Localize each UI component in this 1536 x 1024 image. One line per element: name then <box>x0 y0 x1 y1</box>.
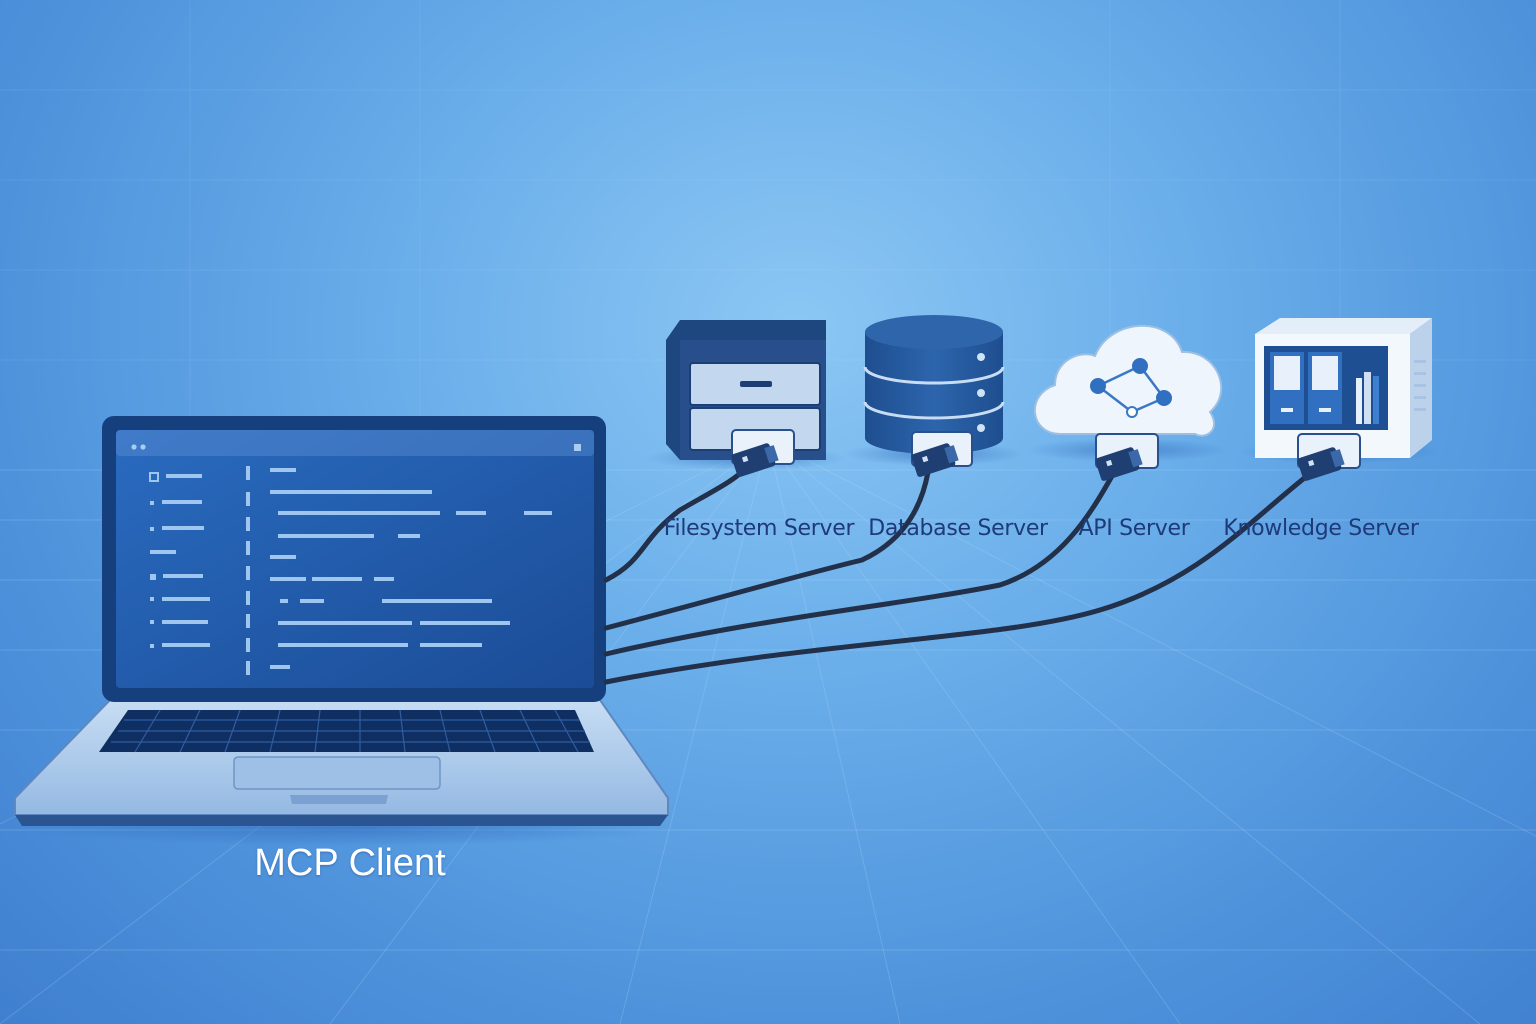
plug-database <box>911 431 973 477</box>
connector-plugs <box>731 429 1361 481</box>
knowledge-server-icon <box>1240 318 1440 464</box>
cable-filesystem <box>603 465 749 583</box>
cable-database <box>603 469 931 631</box>
server-label-database: Database Server <box>868 516 1048 541</box>
cables <box>603 465 1315 685</box>
trackpad <box>233 756 441 790</box>
client-label: MCP Client <box>254 842 446 884</box>
laptop <box>14 416 675 846</box>
plug-knowledge <box>1297 433 1361 481</box>
cable-knowledge <box>603 469 1315 685</box>
server-label-api: API Server <box>1078 516 1190 541</box>
screen <box>116 430 594 688</box>
cable-api <box>603 473 1115 657</box>
server-label-filesystem: Filesystem Server <box>663 516 855 541</box>
api-cloud-server-icon <box>1028 324 1228 462</box>
plug-filesystem <box>731 429 795 477</box>
plug-api <box>1095 433 1159 481</box>
code-editor <box>149 466 552 675</box>
keyboard <box>99 709 594 753</box>
server-label-knowledge: Knowledge Server <box>1223 516 1419 541</box>
